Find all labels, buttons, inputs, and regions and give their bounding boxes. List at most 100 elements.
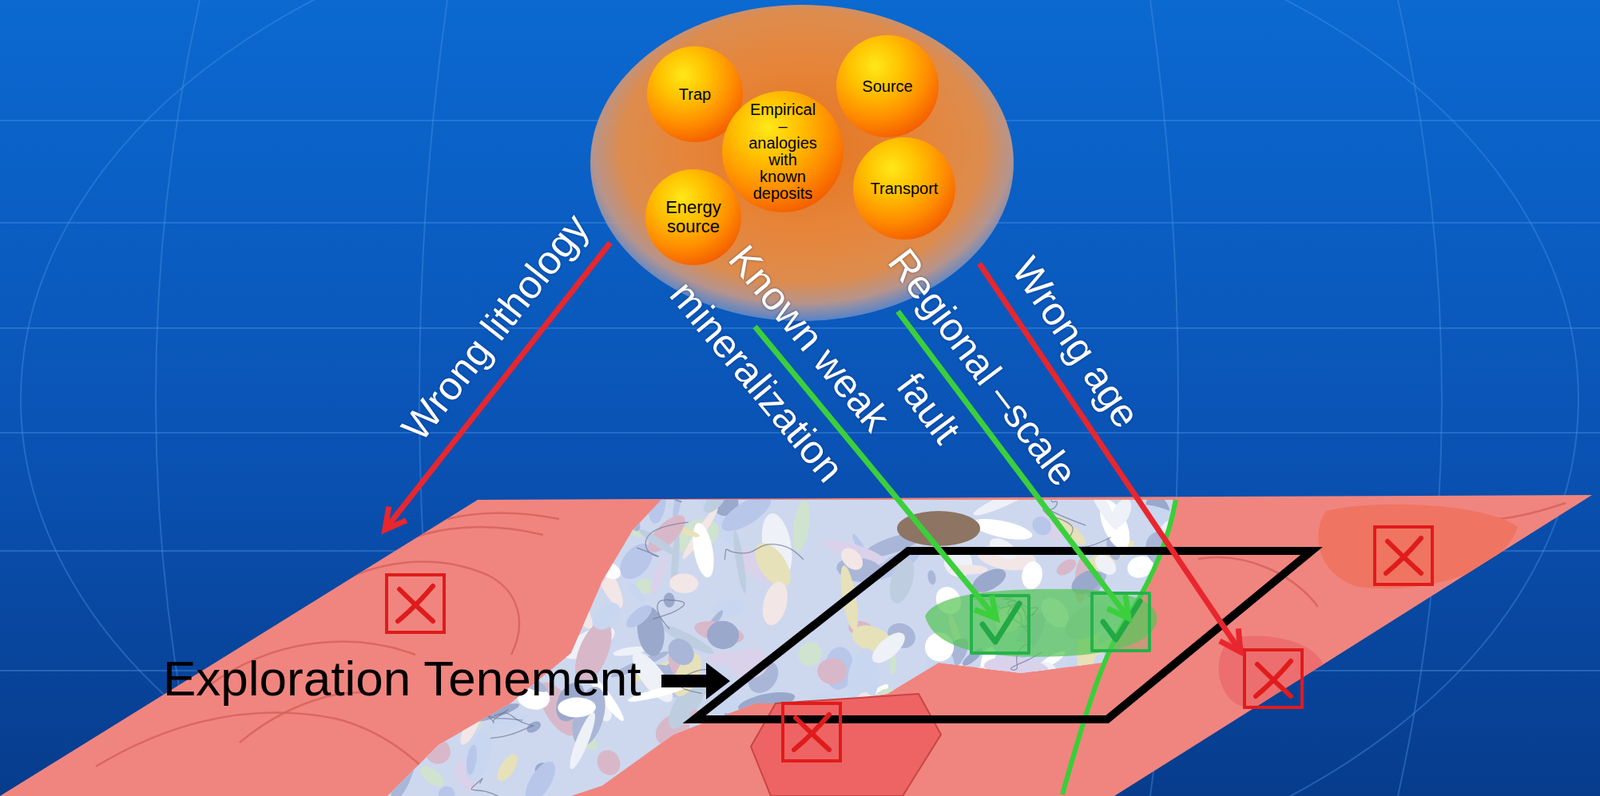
geology-unit: [456, 569, 473, 628]
reject-mark: [782, 703, 841, 762]
circle-text-block: Empirical – analogies with known deposit…: [748, 101, 818, 203]
circle-text-block: Trap: [678, 85, 711, 104]
factor-circle: Source: [836, 35, 939, 138]
geology-unit: [560, 532, 595, 566]
geology-unit: [524, 719, 544, 736]
geology-unit: [476, 564, 507, 588]
map-line: [405, 632, 457, 648]
geology-unit: [661, 672, 713, 735]
geology-unit: [1022, 782, 1038, 796]
geology-unit: [817, 658, 848, 686]
geology-unit: [1083, 476, 1122, 533]
geology-unit: [970, 698, 1019, 758]
geology-unit: [579, 576, 591, 599]
pointer-label: Exploration Tenement: [162, 649, 642, 709]
map-line: [471, 778, 505, 796]
geology-unit: [504, 575, 554, 624]
geology-unit: [419, 734, 456, 771]
geology-unit: [982, 733, 1041, 784]
geology-unit: [619, 512, 646, 542]
geology-unit: [592, 746, 625, 780]
map-line: [1078, 774, 1130, 794]
geology-unit: [606, 485, 646, 535]
reject-mark: [386, 575, 445, 633]
geology-unit: [587, 597, 626, 636]
geology-unit: [416, 762, 449, 791]
rock-unit: [1318, 504, 1518, 589]
circle-fill: [836, 35, 939, 138]
reject-mark: [1374, 527, 1433, 585]
map-line: [1031, 672, 1059, 705]
fault-line: [1062, 500, 1176, 795]
geology-unit: [614, 764, 670, 796]
geology-unit: [935, 744, 968, 796]
geology-unit: [867, 627, 910, 669]
geology-unit: [1154, 721, 1200, 760]
geology-unit: [1053, 555, 1080, 580]
map-line: [1016, 775, 1082, 796]
pointer-head: [706, 663, 731, 700]
geology-unit: [683, 725, 741, 771]
geology-unit: [530, 576, 572, 618]
geology-unit: [639, 761, 662, 796]
geology-unit: [647, 553, 671, 596]
geology-unit: [663, 634, 700, 671]
geology-unit: [921, 758, 958, 796]
circle-text-block: Transport: [870, 179, 939, 199]
geology-unit: [928, 666, 980, 722]
geology-unit: [623, 579, 648, 605]
geology-unit: [426, 575, 455, 620]
geology-unit: [659, 782, 675, 796]
circle-text-block: Source: [861, 77, 913, 96]
geology-unit: [456, 484, 492, 517]
geology-unit: [599, 502, 624, 551]
geology-unit: [733, 786, 752, 796]
geology-unit: [706, 619, 740, 651]
map-lines: [371, 493, 1144, 796]
geology-unit: [436, 785, 457, 796]
geology-unit: [1048, 753, 1071, 771]
map-ground: [0, 479, 1600, 796]
geology-map: [0, 476, 1600, 796]
map-line: [480, 524, 550, 541]
map-line: [526, 493, 574, 522]
geology-unit: [646, 483, 668, 525]
geology-unit: [636, 526, 678, 558]
geology-unit: [937, 659, 977, 704]
geology-unit: [934, 718, 999, 756]
geology-unit: [790, 499, 813, 553]
geology-unit: [987, 722, 1033, 764]
geology-unit: [674, 748, 707, 780]
geology-unit: [974, 730, 1020, 761]
geology-patches: [357, 476, 1200, 796]
geology-unit: [454, 519, 470, 532]
geology-unit: [422, 549, 455, 591]
map-line: [636, 522, 689, 557]
geology-unit: [985, 774, 1013, 796]
geology-unit: [446, 616, 493, 651]
geology-unit: [493, 751, 522, 786]
circle-fill: [722, 91, 844, 213]
geology-unit: [1157, 749, 1190, 785]
geology-unit: [476, 558, 506, 600]
circle-label: Energy source: [655, 198, 732, 237]
target-zone: [925, 589, 1157, 658]
geology-unit: [1060, 667, 1076, 687]
geology-unit: [623, 601, 656, 632]
circle-label: Transport: [870, 179, 939, 199]
geology-unit: [438, 493, 480, 521]
geology-unit: [669, 573, 699, 594]
geology-unit: [794, 638, 826, 671]
geology-unit: [385, 736, 424, 796]
geology-unit: [583, 501, 600, 523]
geology-unit: [693, 770, 727, 796]
circle-fill: [853, 137, 956, 240]
map-line: [652, 599, 684, 629]
circle-label: Trap: [678, 85, 711, 104]
geology-unit: [987, 751, 1021, 791]
circle-text-block: Energy source: [655, 198, 732, 237]
reject-marks: [386, 527, 1433, 762]
